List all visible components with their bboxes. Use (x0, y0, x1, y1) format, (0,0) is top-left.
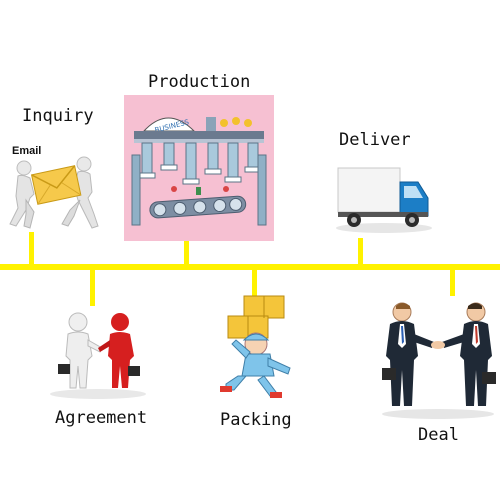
packing-illustration (218, 292, 302, 400)
worker-carrying-boxes-icon (220, 295, 291, 398)
delivery-truck-icon (336, 167, 432, 233)
step-label-inquiry: Inquiry (22, 106, 94, 126)
timeline-connector-production (184, 240, 189, 266)
timeline-connector-packing (252, 268, 257, 296)
step-label-agreement: Agreement (55, 408, 148, 428)
timeline-connector-inquiry (29, 232, 34, 266)
deliver-illustration (328, 158, 436, 238)
step-label-deliver: Deliver (339, 130, 411, 150)
step-label-production: Production (148, 72, 251, 92)
agreement-illustration (48, 308, 148, 400)
timeline-connector-deliver (358, 238, 363, 266)
timeline-connector-agreement (90, 268, 95, 306)
production-illustration: BUSINESS (124, 95, 274, 241)
inquiry-illustration (4, 150, 104, 232)
people-carrying-envelope-icon (9, 156, 99, 229)
email-label: Email (12, 145, 42, 157)
timeline-connector-deal (450, 268, 455, 296)
step-label-deal: Deal (418, 425, 459, 445)
businessmen-handshake-icon (382, 302, 496, 419)
deal-illustration (378, 298, 500, 420)
factory-machine-icon: BUSINESS (131, 117, 267, 226)
step-label-packing: Packing (220, 410, 292, 430)
handshake-figures-icon (50, 312, 146, 399)
timeline-main-line (0, 264, 500, 270)
